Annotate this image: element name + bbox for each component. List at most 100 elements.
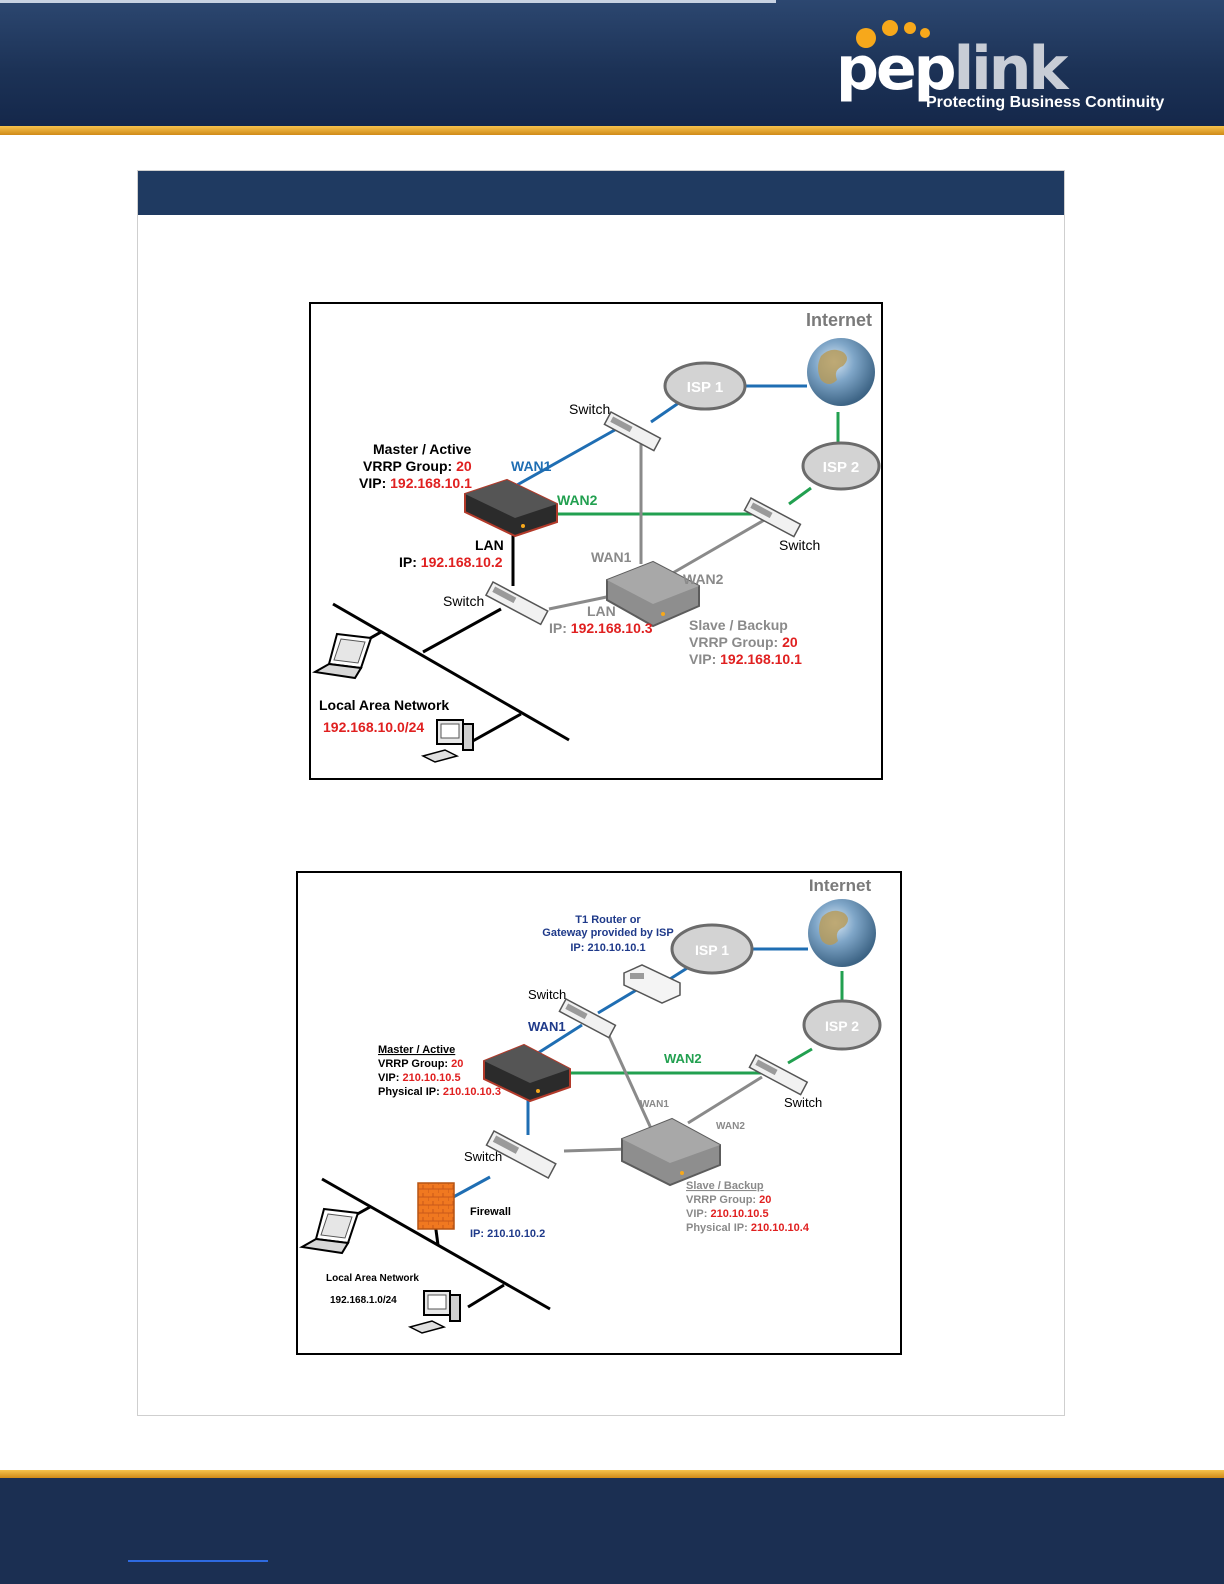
master-vip-value: 192.168.10.1 xyxy=(390,475,472,491)
lan-bus-pc-drop xyxy=(470,712,522,744)
logo-dot xyxy=(856,28,876,48)
links xyxy=(321,947,844,1311)
switch-icon-right xyxy=(743,496,802,538)
slave-vip-value: 210.10.10.5 xyxy=(710,1208,768,1220)
slave-vip: VIP: 210.10.10.5 xyxy=(686,1208,769,1220)
footer-gold-stripe xyxy=(0,1470,1224,1478)
t1-ip: IP: 210.10.10.1 xyxy=(570,942,645,954)
footer-link[interactable] xyxy=(128,1560,268,1562)
master-group-value: 20 xyxy=(456,458,472,474)
slave-lan-ip-value: 192.168.10.3 xyxy=(571,620,653,636)
slave-lan-ip-label: IP: xyxy=(549,620,567,636)
link-switch-slave-wan2 xyxy=(670,517,767,576)
switch-icon-lan xyxy=(484,580,549,626)
lan-bus-pc-drop xyxy=(467,1283,505,1309)
lan-ip-label: IP: xyxy=(399,554,417,570)
firewall-icon xyxy=(417,1182,455,1230)
slave-group-value: 20 xyxy=(759,1194,771,1206)
firewall-label: Firewall xyxy=(470,1206,511,1218)
desktop-pc-icon xyxy=(420,719,474,763)
internet-label: Internet xyxy=(806,310,872,330)
slave-phys-value: 210.10.10.4 xyxy=(751,1222,810,1234)
master-vip-label: VIP: xyxy=(378,1072,399,1084)
slave-phys-label: Physical IP: xyxy=(686,1222,748,1234)
master-vip-label: VIP: xyxy=(359,475,386,491)
slave-group-value: 20 xyxy=(782,634,798,650)
t1-line2: Gateway provided by ISP xyxy=(542,927,673,939)
logo-tagline: Protecting Business Continuity xyxy=(926,94,1165,111)
lan-bus xyxy=(321,1177,551,1311)
master-physical-ip: Physical IP: 210.10.10.3 xyxy=(378,1086,501,1098)
master-vip: VIP: 192.168.10.1 xyxy=(359,475,472,491)
wan1-label: WAN1 xyxy=(511,458,552,474)
t1-line1: T1 Router or xyxy=(575,914,641,926)
master-group-label: VRRP Group: xyxy=(363,458,452,474)
master-vip-value: 210.10.10.5 xyxy=(402,1072,460,1084)
switch-top-label: Switch xyxy=(569,401,610,417)
laptop-icon xyxy=(299,1207,360,1255)
switch-lan-label: Switch xyxy=(464,1149,502,1164)
isp2-label: ISP 2 xyxy=(825,1018,859,1034)
link-lan-bus-drop xyxy=(422,607,502,654)
diagram-wan-drop-in: ISP 1 ISP 2 Internet T1 Router or Gatewa… xyxy=(296,871,902,1355)
master-group: VRRP Group: 20 xyxy=(378,1058,463,1070)
slave-physical-ip: Physical IP: 210.10.10.4 xyxy=(686,1222,810,1234)
diagram-lan-drop-in: ISP 1 ISP 2 Internet Switch Switch Swit xyxy=(309,302,883,780)
wan2-label: WAN2 xyxy=(664,1051,702,1066)
lan-network-subnet: 192.168.10.0/24 xyxy=(323,719,424,735)
slave-router-icon xyxy=(621,1117,721,1187)
internet-label: Internet xyxy=(809,876,872,895)
isp1-cloud xyxy=(670,923,754,975)
isp2-cloud xyxy=(801,441,881,491)
link-switch-slave-wan1 xyxy=(602,1024,656,1136)
link-wan1-master xyxy=(500,420,630,496)
slave-vip-label: VIP: xyxy=(689,651,716,667)
logo-dot xyxy=(904,22,916,34)
peplink-logo: peplink Protecting Business Continuity xyxy=(836,14,1176,118)
lan-network-title: Local Area Network xyxy=(319,697,449,713)
lan-network-subnet: 192.168.1.0/24 xyxy=(330,1295,397,1306)
master-phys-value: 210.10.10.3 xyxy=(443,1086,501,1098)
wan1-label: WAN1 xyxy=(528,1019,566,1034)
logo-dot xyxy=(920,28,930,38)
switch-top-label: Switch xyxy=(528,987,566,1002)
slave-group-label: VRRP Group: xyxy=(686,1194,756,1206)
master-title: Master / Active xyxy=(373,441,472,457)
slave-group-label: VRRP Group: xyxy=(689,634,778,650)
slave-group: VRRP Group: 20 xyxy=(686,1194,771,1206)
globe-landmass xyxy=(818,349,847,384)
master-group-label: VRRP Group: xyxy=(378,1058,448,1070)
switch-right-label: Switch xyxy=(784,1095,822,1110)
link-switch-isp2 xyxy=(787,1047,813,1065)
slave-wan1-label: WAN1 xyxy=(591,549,632,565)
switch-icon-lan xyxy=(485,1129,557,1180)
globe-landmass xyxy=(819,910,848,945)
isp2-cloud xyxy=(802,999,882,1051)
slave-group: VRRP Group: 20 xyxy=(689,634,798,650)
slave-wan2-label: WAN2 xyxy=(716,1121,745,1132)
slave-vip: VIP: 192.168.10.1 xyxy=(689,651,802,667)
slave-wan1-label: WAN1 xyxy=(640,1099,669,1110)
slave-title: Slave / Backup xyxy=(686,1180,764,1192)
slave-router-icon xyxy=(606,560,700,628)
isp1-cloud xyxy=(663,361,747,411)
link-lan-switch-slave xyxy=(563,1147,629,1153)
lan-network-title: Local Area Network xyxy=(326,1273,419,1284)
logo-dot xyxy=(882,20,898,36)
logo-wordmark: peplink xyxy=(836,34,1069,104)
link-switch-t1 xyxy=(597,987,639,1015)
lan-ip: IP: 192.168.10.2 xyxy=(399,554,503,570)
isp1-label: ISP 1 xyxy=(687,379,723,396)
master-router-icon xyxy=(464,478,558,538)
switch-icon-right xyxy=(748,1053,809,1096)
laptop-icon xyxy=(312,632,373,680)
internet-globe-icon xyxy=(807,338,875,406)
master-router-icon xyxy=(483,1043,571,1103)
logo-word-pep: pep xyxy=(836,34,957,104)
switch-lan-label: Switch xyxy=(443,593,484,609)
link-switch-isp2 xyxy=(788,486,812,506)
link-switch-slave-wan2 xyxy=(687,1075,763,1125)
isp2-label: ISP 2 xyxy=(823,459,859,476)
content-panel: ISP 1 ISP 2 Internet Switch Switch Swit xyxy=(137,170,1065,1416)
logo-word-link: link xyxy=(953,34,1069,104)
